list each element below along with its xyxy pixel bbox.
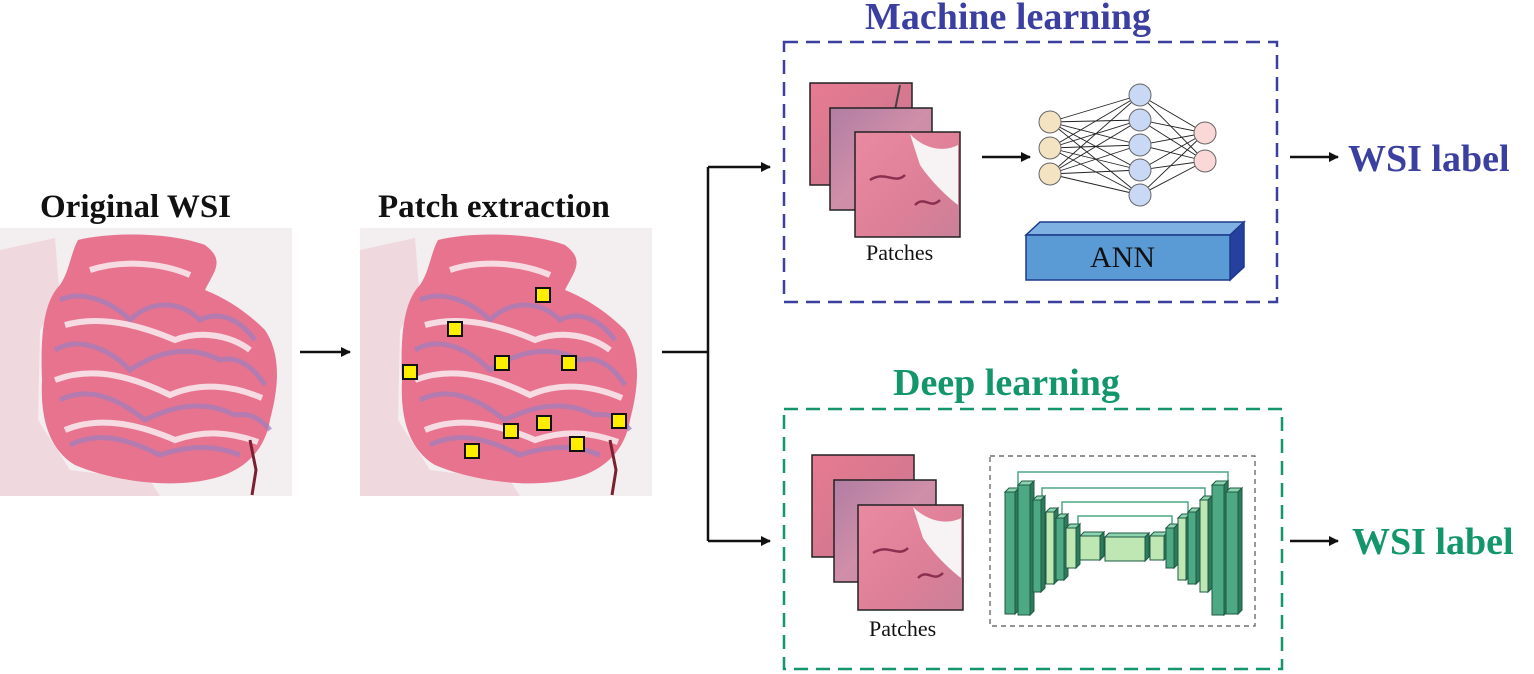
ann-connection — [1139, 160, 1206, 196]
ann-hidden-node — [1128, 183, 1152, 207]
ann-connection — [1049, 94, 1141, 123]
original-wsi-image — [0, 228, 292, 496]
unet-layer-block — [1211, 484, 1225, 616]
patch-markers — [402, 287, 627, 459]
ann-connection — [1139, 94, 1206, 162]
ann-connection — [1049, 169, 1141, 175]
ann-connection — [1049, 94, 1141, 175]
unet-layer-side — [1144, 531, 1150, 563]
unet-layer-block — [1187, 511, 1197, 585]
ann-connection — [1049, 121, 1141, 146]
ann-input-node — [1038, 162, 1062, 186]
patch-marker — [561, 355, 577, 371]
ann-connection — [1139, 119, 1206, 162]
ann-hidden-node — [1128, 133, 1152, 157]
unet-layer-block — [1104, 536, 1146, 562]
ann-connection — [1049, 121, 1141, 196]
unet-layer-block — [1045, 511, 1055, 585]
unet-layer-block — [1004, 491, 1016, 615]
branch-connector — [662, 162, 771, 546]
unet-layer-side — [1040, 494, 1046, 594]
unet-layer-block — [1177, 517, 1187, 581]
unet-layer-top — [1103, 532, 1151, 538]
ann-connection — [1049, 144, 1141, 175]
machine-learning-title: Machine learning — [865, 0, 1152, 38]
ann-connection — [1139, 94, 1206, 134]
ann-hidden-node — [1128, 158, 1152, 182]
dl-patches-label: Patches — [869, 616, 937, 641]
unet-layer-side — [1075, 522, 1081, 570]
unet-layer-block — [1055, 517, 1065, 581]
patch-marker — [402, 364, 418, 380]
deep-learning-box — [782, 407, 1284, 671]
unet-layer-block — [1065, 527, 1077, 569]
ann-connection — [1049, 121, 1141, 171]
ann-hidden-node — [1128, 108, 1152, 132]
ann-hidden-node — [1128, 83, 1152, 107]
patch-marker — [535, 287, 551, 303]
patch-marker — [611, 413, 627, 429]
unet-diagram — [1003, 471, 1244, 617]
unet-layer-block — [1199, 499, 1209, 593]
unet-layer-side — [1237, 486, 1243, 616]
ml-patches-label: Patches — [866, 240, 934, 265]
patch-marker — [464, 443, 480, 459]
unet-layer-block — [1165, 527, 1175, 569]
ann-input-node — [1038, 110, 1062, 134]
ann-connection — [1049, 147, 1141, 196]
patch-marker — [536, 415, 552, 431]
ann-connection — [1049, 147, 1141, 171]
ann-connection — [1049, 173, 1141, 196]
ann-connection — [1049, 119, 1141, 175]
unet-frame — [989, 455, 1256, 627]
original-wsi-heading: Original WSI — [40, 189, 232, 225]
unet-layer-block — [1017, 484, 1031, 616]
dl-wsi-label: WSI label — [1352, 521, 1514, 563]
deep-learning-title: Deep learning — [893, 362, 1120, 404]
patch-marker — [494, 355, 510, 371]
ann-network — [1038, 83, 1217, 207]
ann-connection — [1139, 132, 1206, 196]
unet-layer-side — [1173, 522, 1179, 570]
ann-input-node — [1038, 136, 1062, 160]
ann-output-node — [1193, 121, 1217, 145]
ann-label: ANN — [1090, 241, 1155, 274]
unet-layer-side — [1099, 530, 1105, 562]
unet-layer-block — [1149, 535, 1165, 561]
unet-layer-side — [1195, 506, 1201, 586]
unet-layer-block — [1079, 535, 1101, 561]
patch-marker — [447, 321, 463, 337]
ann-connection — [1049, 94, 1141, 149]
dl-patch-stack — [811, 454, 964, 611]
unet-layer-side — [1207, 494, 1213, 594]
ann-output-node — [1193, 149, 1217, 173]
ml-patch-stack — [809, 82, 961, 238]
ann-block — [1024, 220, 1246, 282]
patch-marker — [569, 436, 585, 452]
unet-layer-block — [1032, 499, 1042, 593]
machine-learning-box — [782, 40, 1279, 304]
patch-extraction-heading: Patch extraction — [378, 189, 610, 225]
ann-connection — [1139, 132, 1206, 171]
patch-marker — [503, 423, 519, 439]
ml-wsi-label: WSI label — [1348, 138, 1510, 180]
unet-layer-block — [1225, 491, 1239, 615]
